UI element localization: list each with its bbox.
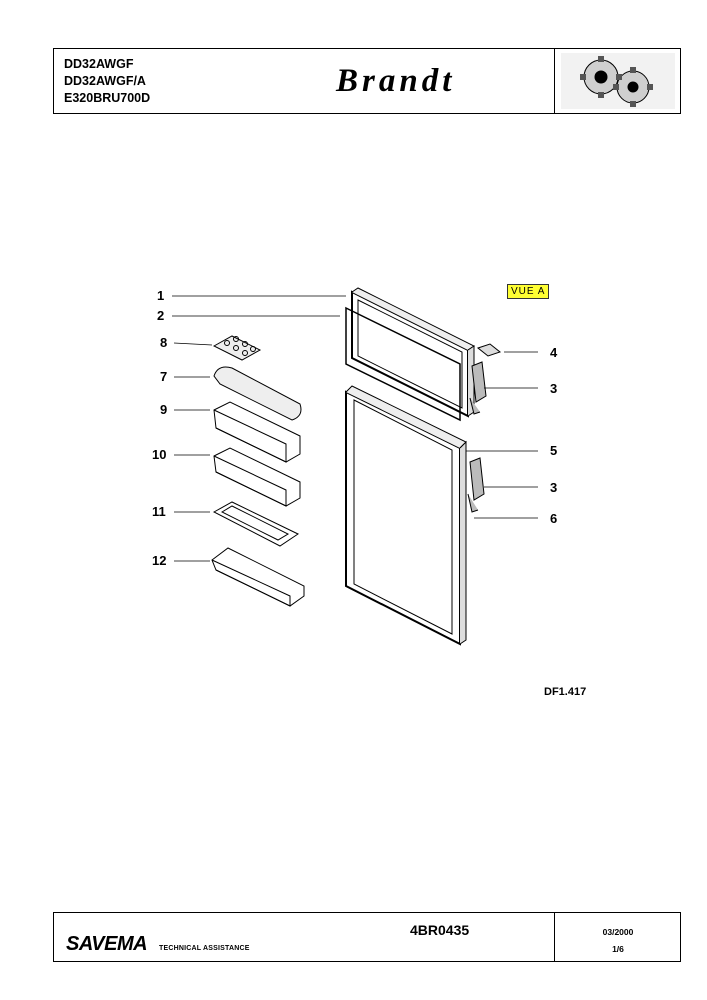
callout-7: 7: [160, 369, 168, 384]
callout-3: 3: [550, 480, 558, 495]
view-label: VUE A: [507, 284, 550, 299]
model-number: DD32AWGF/A: [64, 74, 146, 88]
date-box: 03/2000 1/6: [554, 913, 681, 961]
brand-logo: Brandt: [336, 63, 456, 99]
callout-10: 10: [152, 447, 167, 462]
document-date: 03/2000: [602, 927, 634, 937]
door-tray: [212, 501, 300, 547]
model-number: E320BRU700D: [64, 91, 151, 105]
model-number: DD32AWGF: [64, 57, 134, 71]
diagram-reference: DF1.417: [544, 686, 587, 698]
dairy-lid: [213, 366, 302, 421]
bottle-shelf: [211, 547, 305, 607]
page-number: 1/6: [612, 944, 624, 954]
hinge-part: [467, 361, 487, 513]
egg-tray: [212, 335, 262, 361]
header-box: DD32AWGF DD32AWGF/A E320BRU700D Brandt: [53, 48, 681, 114]
cover-plate: [476, 343, 502, 357]
document-number: 4BR0435: [410, 922, 470, 938]
logo-box: [554, 49, 681, 113]
callout-8: 8: [160, 335, 168, 350]
callout-2: 2: [157, 308, 165, 323]
footer-box: SAVEMA TECHNICAL ASSISTANCE 4BR0435 03/2…: [53, 912, 681, 962]
callout-4: 4: [550, 345, 558, 360]
company-tagline: TECHNICAL ASSISTANCE: [159, 945, 250, 952]
leader-lines: [172, 295, 538, 562]
callout-6: 6: [550, 511, 558, 526]
fridge-door-seal: [345, 385, 467, 646]
callout-12: 12: [152, 553, 167, 568]
callout-9: 9: [160, 402, 168, 417]
door-shelf: [213, 401, 301, 463]
freezer-door-seal: [351, 287, 475, 418]
callout-5: 5: [550, 443, 558, 458]
callout-11: 11: [152, 504, 166, 519]
gears-icon: [561, 53, 675, 109]
company-name: SAVEMA: [66, 933, 148, 955]
door-shelf: [213, 447, 301, 507]
callout-3: 3: [550, 381, 558, 396]
model-list: DD32AWGF DD32AWGF/A E320BRU700D: [64, 56, 150, 107]
callout-1: 1: [157, 288, 165, 303]
